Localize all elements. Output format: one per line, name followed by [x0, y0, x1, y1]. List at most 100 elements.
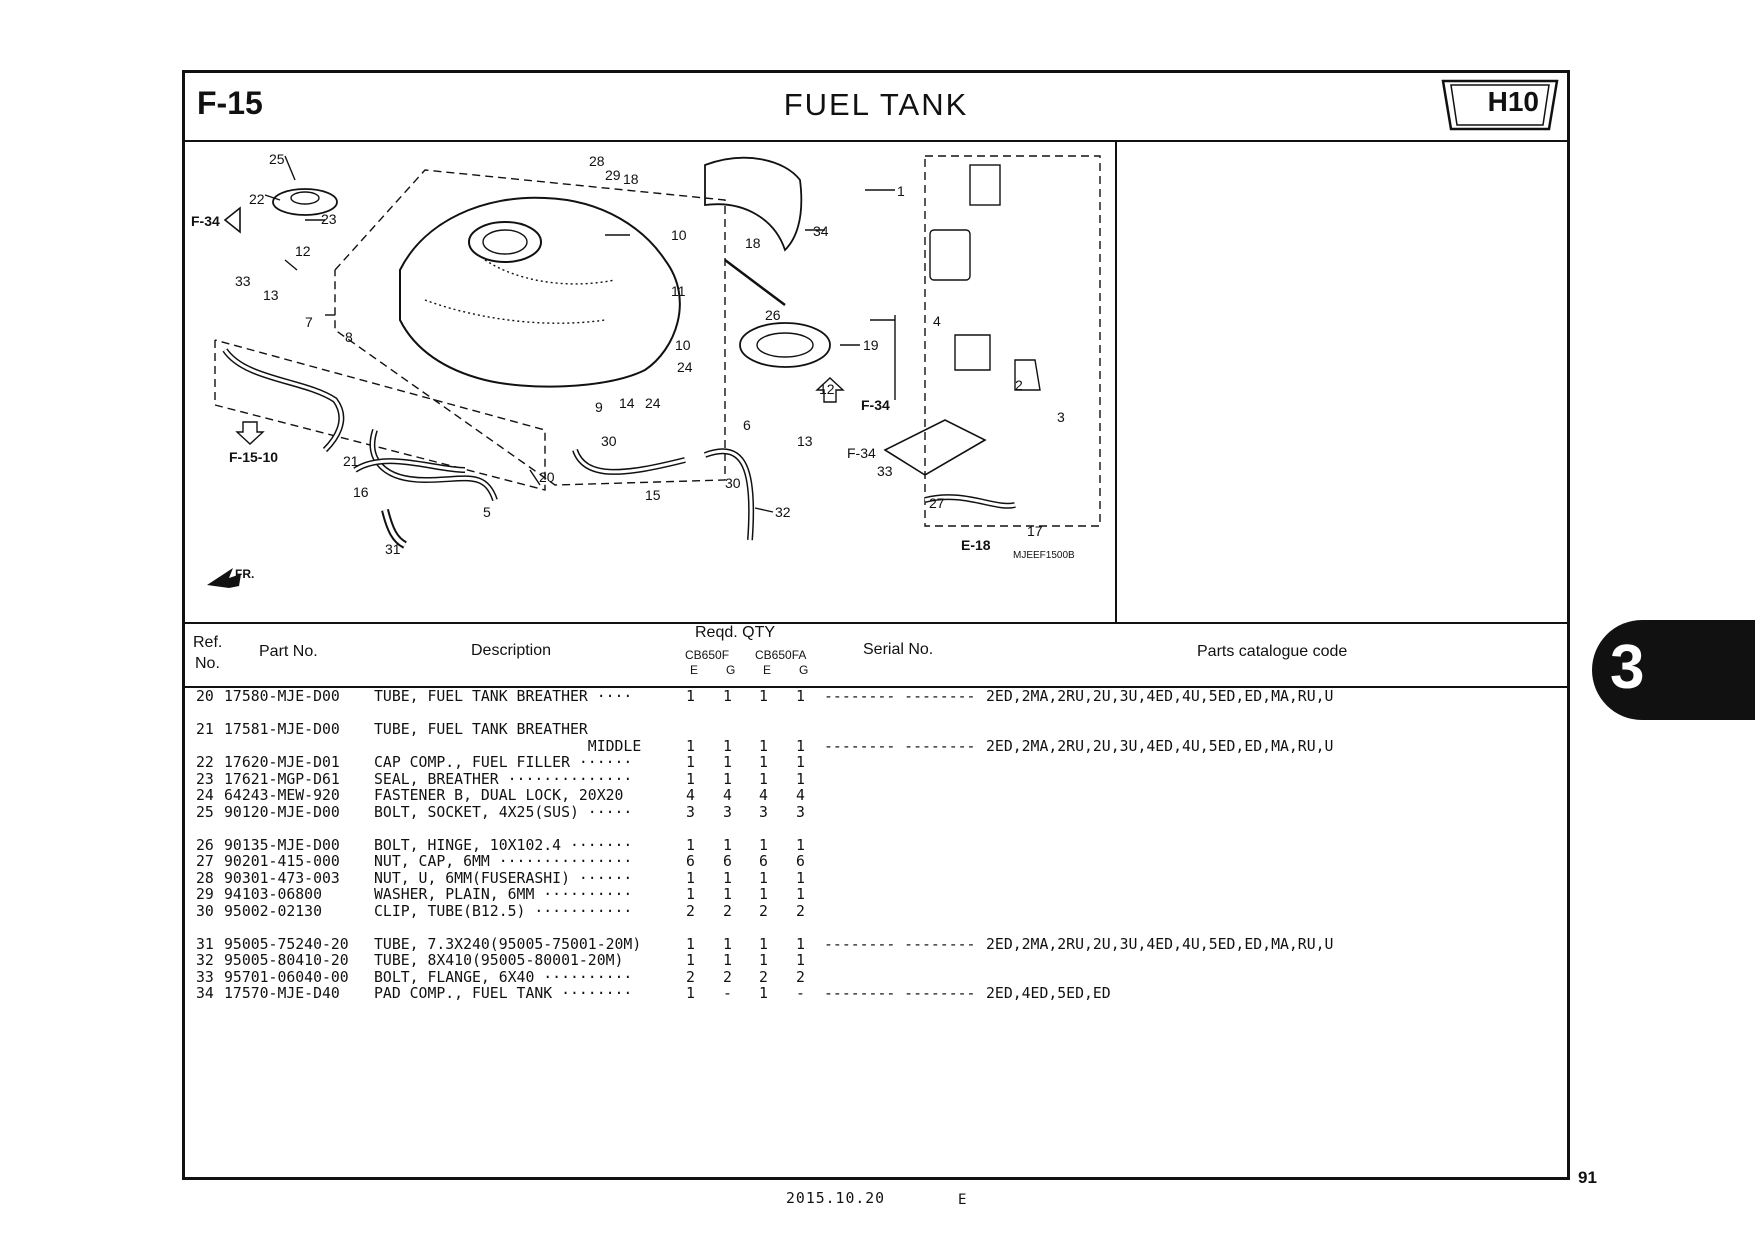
ref-label: 18 [623, 171, 639, 187]
qty-cell: 1 [723, 737, 732, 755]
ref-no-cell: 23 [196, 770, 214, 788]
ref-no-cell: 25 [196, 803, 214, 821]
description-cell: NUT, CAP, 6MM ··············· [374, 853, 633, 870]
part-no-cell: 17581-MJE-D00 [224, 721, 340, 738]
table-header: Ref. No. Part No. Description Reqd. QTY … [185, 622, 1567, 688]
ref-label: 24 [677, 359, 693, 375]
qty-cell: 1 [759, 985, 768, 1002]
qty-cell: 1 [686, 985, 695, 1002]
qty-cell: 1 [759, 836, 768, 854]
ref-label: 9 [595, 399, 603, 415]
section-number: 3 [1610, 633, 1645, 702]
ref-label: 2 [1015, 377, 1023, 393]
qty-cell: 2 [759, 902, 768, 920]
ref-no-cell: 33 [196, 968, 214, 986]
qty-cell: 4 [686, 787, 695, 804]
ref-label: 15 [645, 487, 661, 503]
ref-label: 5 [483, 504, 491, 520]
description-cell: TUBE, FUEL TANK BREATHER ···· [374, 688, 633, 705]
ref-label: 23 [321, 211, 337, 227]
ref-no-cell: 30 [196, 902, 214, 920]
description-cell: TUBE, FUEL TANK BREATHER [374, 721, 588, 738]
qty-cell: 6 [759, 853, 768, 870]
qty-cell: 1 [759, 952, 768, 969]
fuel-tank-diagram-svg: 25 22 23 12 33 13 7 8 28 29 18 10 18 26 … [191, 151, 1101, 588]
ref-f34-right: F-34 [861, 397, 890, 413]
qty-cell: 4 [796, 787, 805, 804]
description-cell: BOLT, FLANGE, 6X40 ·········· [374, 968, 633, 986]
ref-labels: 25 22 23 12 33 13 7 8 28 29 18 10 18 26 … [235, 151, 1065, 557]
qty-cell: 1 [723, 770, 732, 788]
block-badge: H10 [1487, 86, 1539, 117]
ref-e18: E-18 [961, 537, 991, 553]
ref-f34-left: F-34 [191, 213, 220, 229]
qty-cell: 1 [723, 688, 732, 705]
header-model-cb650f: CB650F [685, 648, 730, 662]
qty-cell: - [723, 985, 732, 1002]
ref-no-cell: 34 [196, 985, 214, 1002]
ref-label: 33 [877, 463, 893, 479]
catalogue-code-cell: 2ED,2MA,2RU,2U,3U,4ED,4U,5ED,ED,MA,RU,U [986, 737, 1334, 755]
ref-label: 18 [745, 235, 761, 251]
qty-cell: 1 [759, 770, 768, 788]
qty-cell: 1 [723, 754, 732, 771]
qty-cell: 6 [723, 853, 732, 870]
serial-no-cell: -------- -------- [824, 737, 976, 755]
header-g1: G [726, 663, 736, 677]
qty-cell: 1 [759, 935, 768, 953]
qty-cell: 1 [759, 754, 768, 771]
ref-label: 17 [1027, 523, 1043, 539]
qty-cell: 1 [796, 935, 805, 953]
ref-no-cell: 22 [196, 754, 214, 771]
ref-label: 14 [619, 395, 635, 411]
qty-cell: - [796, 985, 805, 1002]
part-no-cell: 17580-MJE-D00 [224, 688, 340, 705]
header-no: No. [195, 655, 220, 672]
description-cell: FASTENER B, DUAL LOCK, 20X20 [374, 787, 624, 804]
ref-label: 1 [897, 183, 905, 199]
ref-no-cell: 28 [196, 869, 214, 887]
header-g2: G [799, 663, 809, 677]
part-no-cell: 95005-75240-20 [224, 935, 349, 953]
ref-label: 34 [813, 223, 829, 239]
header-e1: E [690, 663, 699, 677]
part-no-cell: 94103-06800 [224, 886, 322, 903]
header-reqd-qty: Reqd. QTY [695, 624, 776, 641]
ref-no-cell: 27 [196, 853, 214, 870]
qty-cell: 6 [796, 853, 805, 870]
qty-cell: 2 [796, 968, 805, 986]
ref-label: 11 [671, 283, 686, 299]
ref-label: 8 [345, 329, 353, 345]
ref-label: 4 [933, 313, 941, 329]
qty-cell: 1 [759, 737, 768, 755]
qty-cell: 6 [686, 853, 695, 870]
qty-cell: 3 [686, 803, 695, 821]
qty-cell: 1 [723, 836, 732, 854]
description-cell: BOLT, HINGE, 10X102.4 ······· [374, 836, 633, 854]
description-cell: TUBE, 8X410(95005-80001-20M) [374, 952, 624, 969]
part-no-cell: 90120-MJE-D00 [224, 803, 340, 821]
qty-cell: 4 [723, 787, 732, 804]
qty-cell: 1 [796, 836, 805, 854]
qty-cell: 1 [723, 869, 732, 887]
qty-cell: 2 [686, 968, 695, 986]
serial-no-cell: -------- -------- [824, 688, 976, 705]
description-cell: TUBE, 7.3X240(95005-75001-20M) [374, 935, 642, 953]
ref-label: 16 [353, 484, 369, 500]
page-header: F-15 FUEL TANK H10 [185, 73, 1567, 142]
catalog-page-frame: F-15 FUEL TANK H10 [182, 70, 1570, 1180]
qty-cell: 2 [723, 968, 732, 986]
qty-cell: 1 [796, 869, 805, 887]
catalogue-code-cell: 2ED,4ED,5ED,ED [986, 985, 1111, 1002]
row-spacer [196, 705, 1755, 722]
section-tab: 3 [1592, 620, 1755, 720]
header-description: Description [471, 642, 552, 659]
